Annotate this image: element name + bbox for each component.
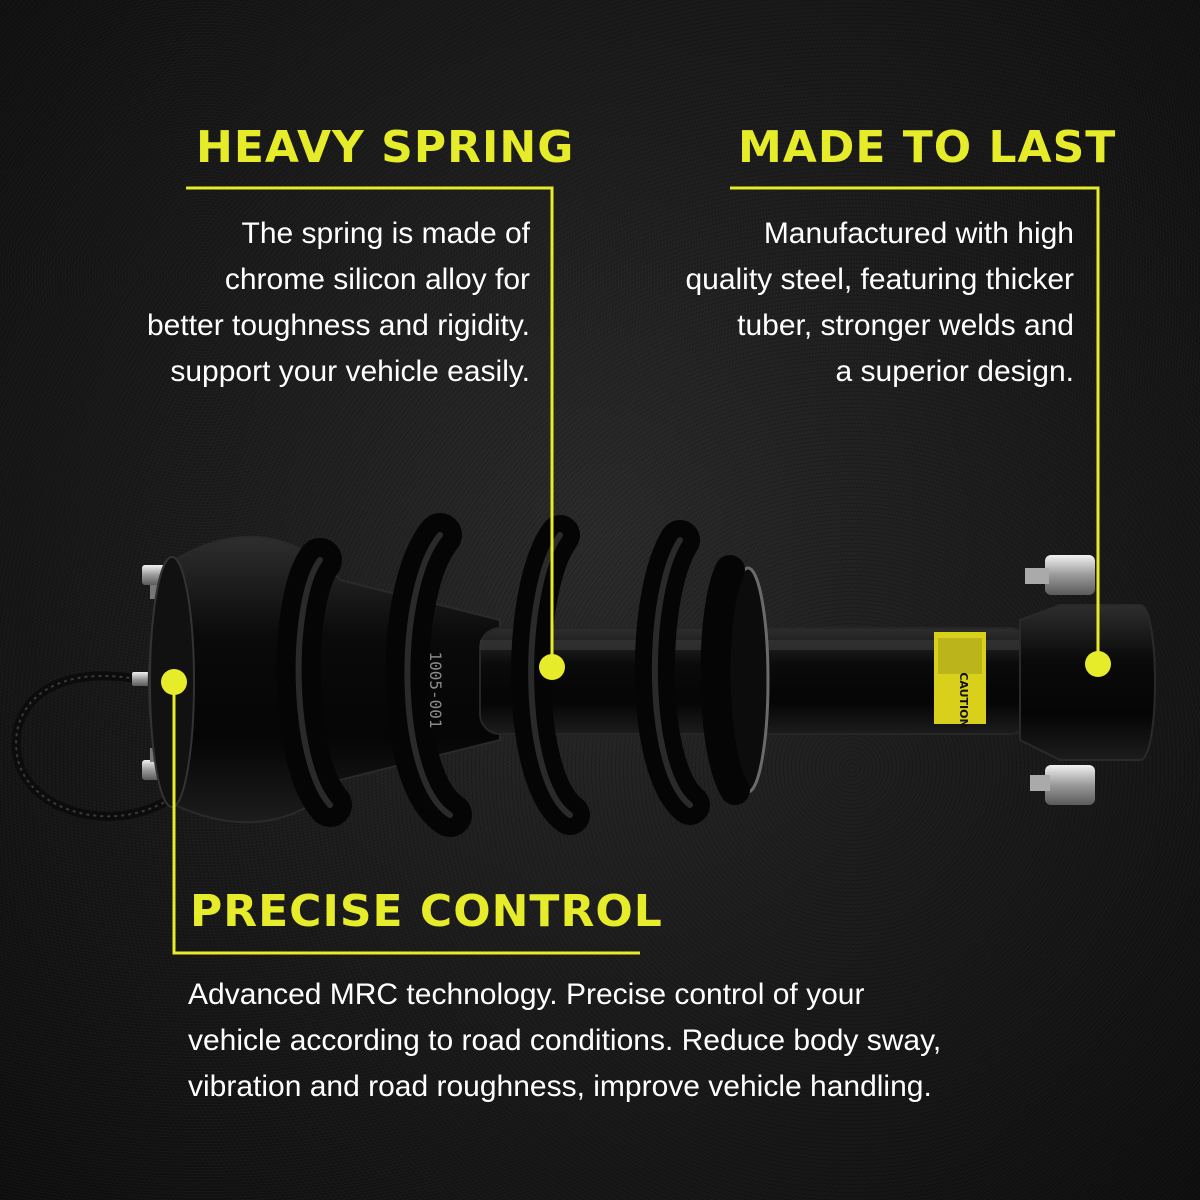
made-to-last-line: a superior design. [835, 355, 1074, 388]
precise-control-line: Advanced MRC technology. Precise control… [188, 978, 865, 1011]
heavy-spring-title: HEAVY SPRING [196, 122, 575, 173]
heavy-spring-line: better toughness and rigidity. [146, 309, 530, 342]
heavy-spring-dot [539, 654, 565, 680]
made-to-last-line: tuber, stronger welds and [737, 309, 1074, 342]
precise-control-description: Advanced MRC technology. Precise control… [188, 972, 941, 1110]
made-to-last-callout-line [730, 186, 1100, 665]
precise-control-line: vehicle according to road conditions. Re… [188, 1024, 942, 1057]
made-to-last-line: quality steel, featuring thicker [685, 263, 1074, 296]
precise-control-line: vibration and road roughness, improve ve… [188, 1070, 932, 1103]
heavy-spring-line: The spring is made of [241, 217, 530, 250]
caution-label-text: CAUTION [957, 672, 970, 727]
callout-lines [172, 186, 1100, 955]
made-to-last-description: Manufactured with high quality steel, fe… [685, 211, 1074, 395]
made-to-last-title: MADE TO LAST [738, 122, 1117, 173]
heavy-spring-callout-line [186, 186, 554, 665]
coil-spring [276, 513, 750, 837]
lower-eye-mount [1019, 555, 1156, 805]
precise-control-title: PRECISE CONTROL [190, 886, 663, 937]
heavy-spring-line: support your vehicle easily. [170, 355, 530, 388]
precise-control-dot [161, 669, 187, 695]
heavy-spring-line: chrome silicon alloy for [224, 263, 530, 296]
precise-control-callout-line [172, 680, 640, 955]
sensor-cable [11, 671, 171, 821]
caution-label: CAUTION [934, 632, 986, 728]
made-to-last-line: Manufactured with high [763, 217, 1074, 250]
heavy-spring-description: The spring is made of chrome silicon all… [147, 211, 530, 395]
part-marking-text: 1005-001 [426, 651, 445, 728]
callout-dots [161, 651, 1111, 695]
made-to-last-dot [1085, 651, 1111, 677]
